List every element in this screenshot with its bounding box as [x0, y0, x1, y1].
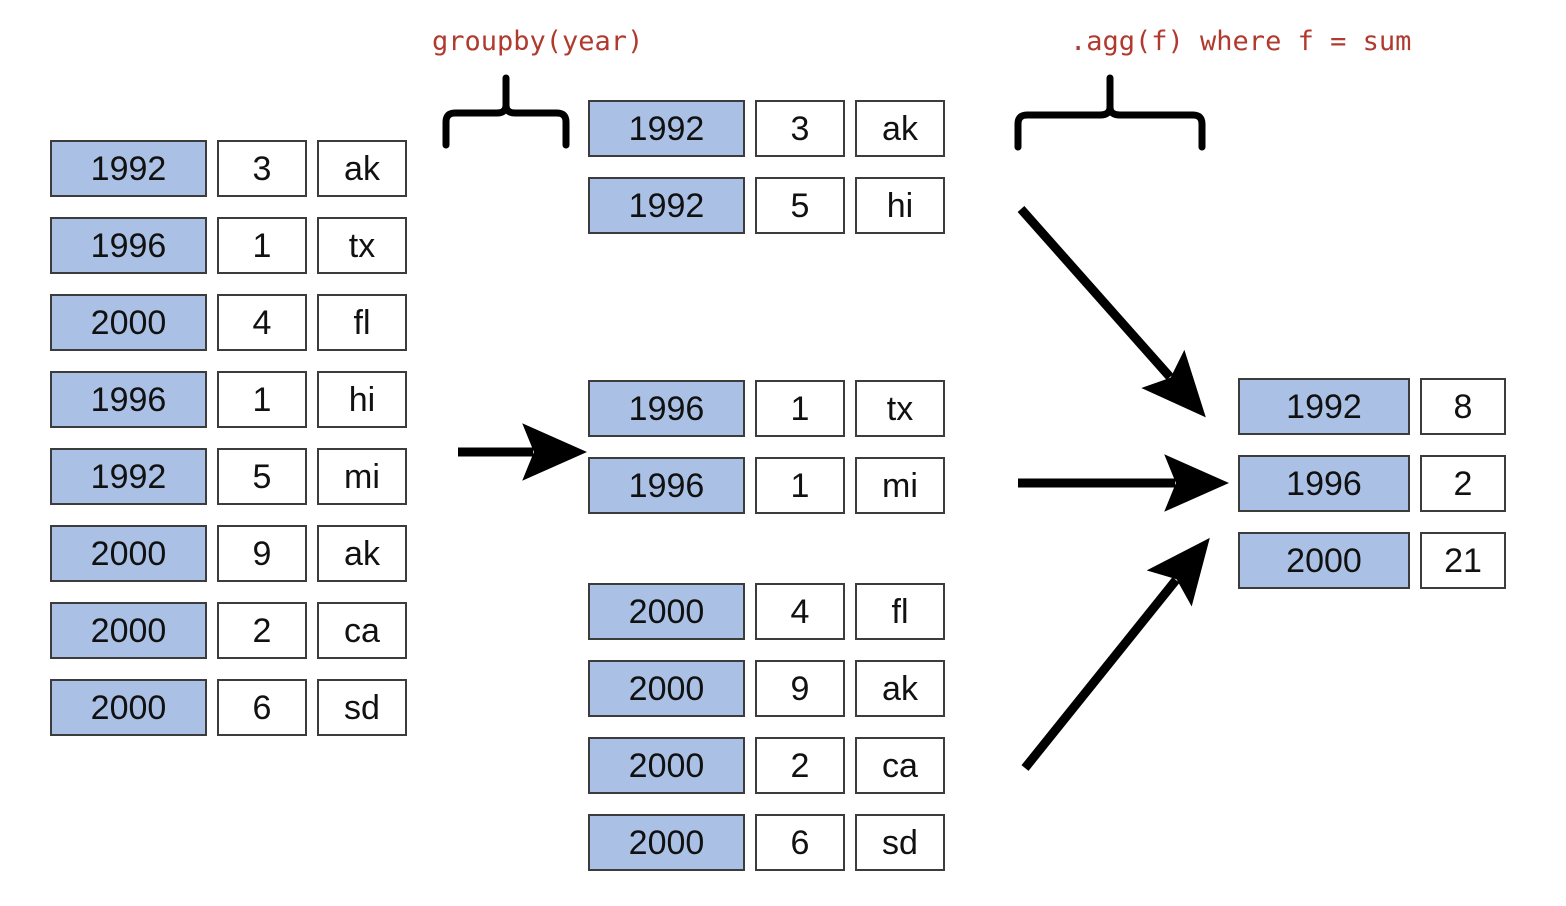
cell-sum: 21 [1420, 532, 1506, 589]
cell-value: 2 [755, 737, 845, 794]
cell-year: 1992 [50, 140, 207, 197]
cell-year: 1996 [588, 380, 745, 437]
cell-value: 1 [217, 371, 307, 428]
cell-year: 1992 [588, 177, 745, 234]
agg-brace-icon [1014, 74, 1206, 151]
cell-year: 2000 [588, 814, 745, 871]
cell-value: 1 [217, 217, 307, 274]
cell-state: fl [317, 294, 407, 351]
cell-value: 2 [217, 602, 307, 659]
cell-year: 2000 [588, 583, 745, 640]
cell-state: hi [855, 177, 945, 234]
cell-state: sd [317, 679, 407, 736]
cell-year: 1996 [1238, 455, 1410, 512]
cell-value: 6 [217, 679, 307, 736]
cell-sum: 2 [1420, 455, 1506, 512]
cell-year: 1996 [50, 217, 207, 274]
cell-state: tx [855, 380, 945, 437]
cell-year: 1992 [50, 448, 207, 505]
cell-value: 6 [755, 814, 845, 871]
cell-value: 4 [755, 583, 845, 640]
cell-state: ak [317, 140, 407, 197]
cell-year: 1992 [588, 100, 745, 157]
cell-state: sd [855, 814, 945, 871]
cell-year: 2000 [588, 737, 745, 794]
cell-year: 2000 [50, 525, 207, 582]
cell-value: 1 [755, 457, 845, 514]
cell-value: 9 [217, 525, 307, 582]
cell-state: ak [855, 100, 945, 157]
cell-value: 9 [755, 660, 845, 717]
cell-value: 5 [217, 448, 307, 505]
cell-year: 2000 [1238, 532, 1410, 589]
groupby-label: groupby(year) [432, 26, 644, 57]
cell-value: 3 [755, 100, 845, 157]
cell-value: 3 [217, 140, 307, 197]
cell-state: hi [317, 371, 407, 428]
combine-arrow-top-icon [1017, 206, 1206, 418]
cell-year: 1996 [588, 457, 745, 514]
cell-value: 5 [755, 177, 845, 234]
cell-state: ak [317, 525, 407, 582]
cell-sum: 8 [1420, 378, 1506, 435]
cell-year: 2000 [50, 602, 207, 659]
cell-state: mi [317, 448, 407, 505]
cell-value: 4 [217, 294, 307, 351]
groupby-brace-icon [442, 74, 570, 149]
cell-state: ak [855, 660, 945, 717]
cell-value: 1 [755, 380, 845, 437]
cell-state: ca [317, 602, 407, 659]
cell-state: ca [855, 737, 945, 794]
cell-year: 2000 [588, 660, 745, 717]
cell-year: 1992 [1238, 378, 1410, 435]
cell-year: 2000 [50, 294, 207, 351]
cell-year: 2000 [50, 679, 207, 736]
agg-label: .agg(f) where f = sum [1070, 26, 1412, 57]
combine-arrow-bottom-icon [1021, 537, 1210, 771]
cell-state: tx [317, 217, 407, 274]
cell-state: fl [855, 583, 945, 640]
cell-state: mi [855, 457, 945, 514]
cell-year: 1996 [50, 371, 207, 428]
